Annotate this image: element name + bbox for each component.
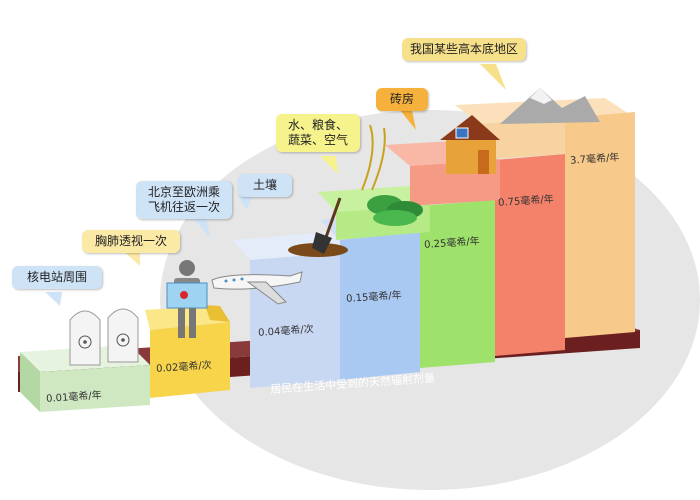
- house-icon: [440, 115, 500, 174]
- bubble-xray: 胸肺透视一次: [82, 230, 180, 253]
- xray-person-icon: [166, 260, 208, 338]
- bubble-brick-house: 砖房: [376, 88, 428, 111]
- bubble-nuclear: 核电站周围: [12, 266, 102, 289]
- airplane-icon: [211, 271, 303, 305]
- bubble-water-food-air: 水、粮食、蔬菜、空气: [276, 114, 360, 152]
- step-2: [145, 305, 230, 398]
- nuclear-plant-icon: [69, 308, 139, 366]
- mountain-icon: [500, 88, 600, 124]
- bubble-high-background: 我国某些高本底地区: [402, 38, 526, 61]
- bubble-tails: [45, 196, 252, 306]
- shovel-soil-icon: [288, 197, 348, 257]
- vegetables-wheat-icon: [361, 124, 423, 226]
- bubble-flight: 北京至欧洲乘飞机往返一次: [136, 181, 232, 219]
- bubble-soil: 土壤: [238, 174, 292, 197]
